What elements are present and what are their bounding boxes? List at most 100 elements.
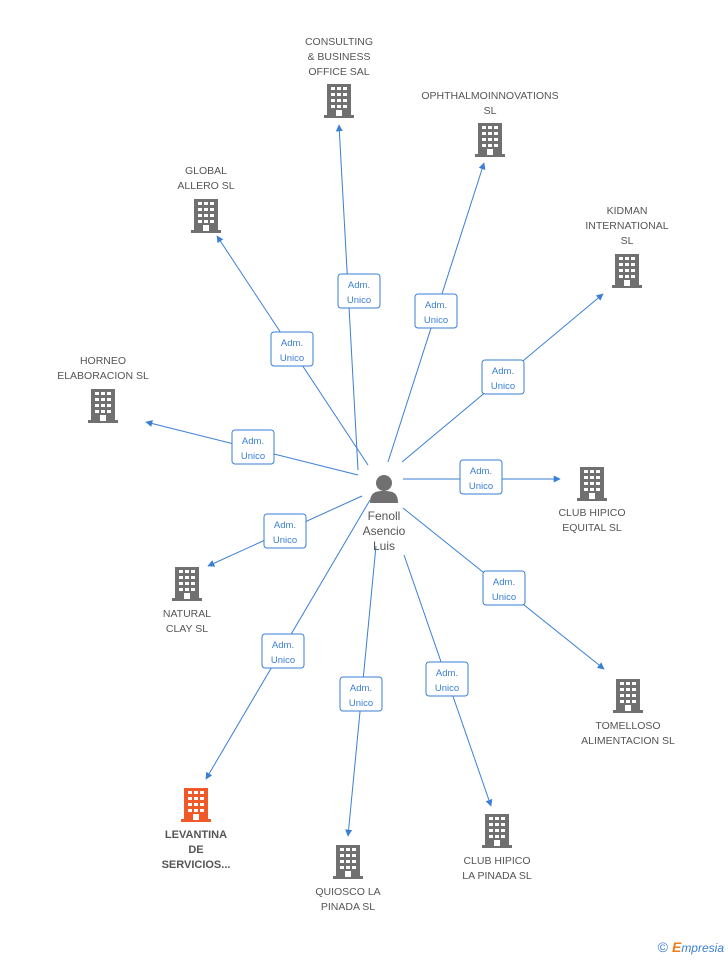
building-icon	[333, 845, 363, 879]
company-label-line-1: CONSULTING	[305, 36, 373, 48]
relation-badge-box	[481, 359, 525, 395]
relation-badge-kidman[interactable]: Adm. Unico	[481, 359, 525, 395]
company-label-line-2: CLAY SL	[166, 623, 208, 635]
company-node-ophthalmo[interactable]: OPHTHALMOINNOVATIONS SL	[421, 90, 559, 157]
relation-label-line-2: Unico	[241, 451, 265, 462]
company-node-tomelloso[interactable]: TOMELLOSO ALIMENTACION SL	[581, 679, 675, 747]
company-label-line-2: PINADA SL	[321, 901, 375, 913]
brand-first-letter: E	[671, 939, 682, 955]
center-name-line-1: Fenoll	[368, 509, 401, 523]
relation-label-line-1: Adm.	[242, 436, 264, 447]
building-icon	[577, 467, 607, 501]
copyright-icon: ©	[657, 939, 668, 955]
relation-badge-ophthalmo[interactable]: Adm. Unico	[414, 293, 458, 329]
building-icon	[172, 567, 202, 601]
company-node-consulting[interactable]: CONSULTING & BUSINESS OFFICE SAL	[305, 36, 373, 118]
relation-label-line-1: Adm.	[425, 300, 447, 311]
relation-badge-tomelloso[interactable]: Adm. Unico	[482, 570, 526, 606]
company-label-line-2: SL	[484, 105, 497, 117]
relation-label-line-1: Adm.	[436, 668, 458, 679]
company-label-line-2: ELABORACION SL	[57, 370, 149, 382]
company-label-line-2: INTERNATIONAL	[585, 220, 668, 232]
company-label-line-1: CLUB HIPICO	[558, 507, 625, 519]
company-label-line-1: NATURAL	[163, 608, 211, 620]
nodes-layer: CONSULTING & BUSINESS OFFICE SAL OPHTHALMOI…	[57, 36, 675, 913]
company-label-line-2: & BUSINESS	[307, 51, 370, 63]
relation-badge-quiosco[interactable]: Adm. Unico	[339, 676, 383, 712]
company-node-kidman[interactable]: KIDMAN INTERNATIONAL SL	[585, 205, 669, 288]
company-node-natural-clay[interactable]: NATURAL CLAY SL	[163, 567, 211, 635]
center-name-line-2: Asencio	[363, 524, 406, 538]
brand-logo[interactable]: Empresia	[672, 939, 724, 955]
relation-badge-club-hipico-equital[interactable]: Adm. Unico	[459, 459, 503, 495]
company-label-line-3: SERVICIOS...	[162, 859, 231, 871]
relation-badge-box	[270, 331, 314, 367]
company-label-line-1: LEVANTINA	[165, 829, 227, 841]
relation-label-line-2: Unico	[469, 481, 493, 492]
relation-label-line-2: Unico	[349, 698, 373, 709]
relation-label-line-1: Adm.	[493, 577, 515, 588]
person-icon	[370, 475, 398, 503]
company-node-quiosco[interactable]: QUIOSCO LA PINADA SL	[315, 845, 381, 913]
relation-label-line-1: Adm.	[274, 520, 296, 531]
company-label-line-2: LA PINADA SL	[462, 870, 532, 882]
relation-badge-consulting[interactable]: Adm. Unico	[337, 273, 381, 309]
relation-badge-box	[414, 293, 458, 329]
relation-badge-global-allero[interactable]: Adm.Unico	[270, 331, 314, 367]
company-node-levantina[interactable]: LEVANTINA DE SERVICIOS...	[162, 788, 231, 871]
relation-badge-box	[459, 459, 503, 495]
building-icon	[88, 389, 118, 423]
company-label-line-1: QUIOSCO LA	[315, 886, 380, 898]
footer-brand: © Empresia	[658, 938, 724, 956]
relation-label-line-1: Adm.	[348, 280, 370, 291]
company-label-line-1: KIDMAN	[607, 205, 648, 217]
company-label-line-2: ALIMENTACION SL	[581, 735, 675, 747]
building-icon	[612, 254, 642, 288]
relation-label-line-2: Unico	[271, 655, 295, 666]
company-node-global-allero[interactable]: GLOBAL ALLERO SL	[177, 165, 235, 233]
relation-badge-club-hipico-pinada[interactable]: Adm. Unico	[425, 661, 469, 697]
company-label-line-1: OPHTHALMOINNOVATIONS	[421, 90, 558, 102]
relation-label-line-2: Unico	[435, 683, 459, 694]
relation-label-line-1: Adm.	[470, 466, 492, 477]
company-label-line-1: TOMELLOSO	[595, 720, 660, 732]
relation-badge-horneo[interactable]: Adm. Unico	[231, 429, 275, 465]
relation-label-line-1: Adm.	[281, 338, 303, 349]
relation-label-line-1: Adm.	[272, 640, 294, 651]
relation-badge-levantina[interactable]: Adm. Unico	[261, 633, 305, 669]
company-label-line-1: GLOBAL	[185, 165, 227, 177]
relation-badge-box	[231, 429, 275, 465]
company-label-line-1: HORNEO	[80, 355, 126, 367]
company-label-line-2: ALLERO SL	[177, 180, 234, 192]
relation-label-line-2: Unico	[491, 381, 515, 392]
relation-label-line-2: Unico	[273, 535, 297, 546]
relation-label-line-2: Unico	[492, 592, 516, 603]
building-icon	[613, 679, 643, 713]
relation-label-line-1: Adm.	[350, 683, 372, 694]
relation-badge-box	[339, 676, 383, 712]
relation-badge-box	[261, 633, 305, 669]
building-icon	[482, 814, 512, 848]
relation-badge-natural-clay[interactable]: Adm. Unico	[263, 513, 307, 549]
relation-badge-box	[482, 570, 526, 606]
relation-label-line-2: Unico	[347, 295, 371, 306]
relation-label-line-1: Adm.	[492, 366, 514, 377]
company-label-line-3: OFFICE SAL	[308, 66, 369, 78]
brand-rest: mpresia	[681, 941, 724, 955]
building-icon	[181, 788, 211, 822]
center-person-node[interactable]: Fenoll Asencio Luis	[363, 475, 406, 553]
relation-badge-box	[337, 273, 381, 309]
relation-badge-box	[425, 661, 469, 697]
company-label-line-3: SL	[621, 235, 634, 247]
company-label-line-2: DE	[188, 844, 203, 856]
relation-label-line-2: Unico	[424, 315, 448, 326]
building-icon	[191, 199, 221, 233]
company-node-horneo[interactable]: HORNEO ELABORACION SL	[57, 355, 149, 423]
relation-badge-box	[263, 513, 307, 549]
building-icon	[475, 123, 505, 157]
center-name-line-3: Luis	[373, 539, 395, 553]
